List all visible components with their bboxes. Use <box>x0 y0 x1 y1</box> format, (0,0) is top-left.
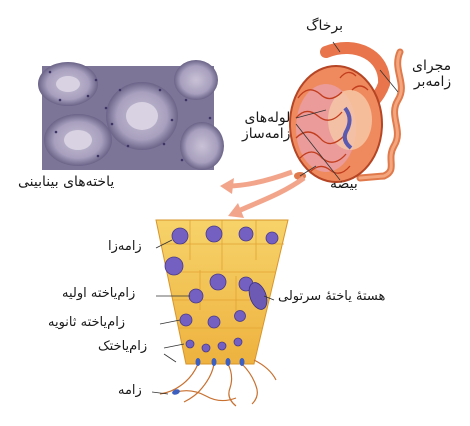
label-spermatid: زام‌یاختک <box>98 340 147 355</box>
connector-arrows <box>220 172 304 218</box>
label-sertoli-nucleus: هستهٔ یاختهٔ سرتولی <box>278 290 385 305</box>
micrograph <box>38 60 224 170</box>
label-spermatogonium: زامه‌زا <box>108 240 142 255</box>
label-secondary-spermatocyte: زام‌یاخته ثانویه <box>48 316 125 331</box>
label-primary-spermatocyte: زام‌یاخته اولیه <box>62 287 135 302</box>
label-vas-deferens: مجرای زامه‌بر <box>412 58 451 90</box>
label-interstitial-cells: یاخته‌های بینابینی <box>18 174 114 190</box>
label-testis: بیضه <box>330 176 358 192</box>
tissue-section <box>156 220 288 406</box>
label-seminiferous-tubules: لوله‌های زامه‌ساز <box>242 110 290 142</box>
label-sperm: زامه <box>118 384 142 399</box>
label-epididymis: برخاگ <box>306 18 343 34</box>
